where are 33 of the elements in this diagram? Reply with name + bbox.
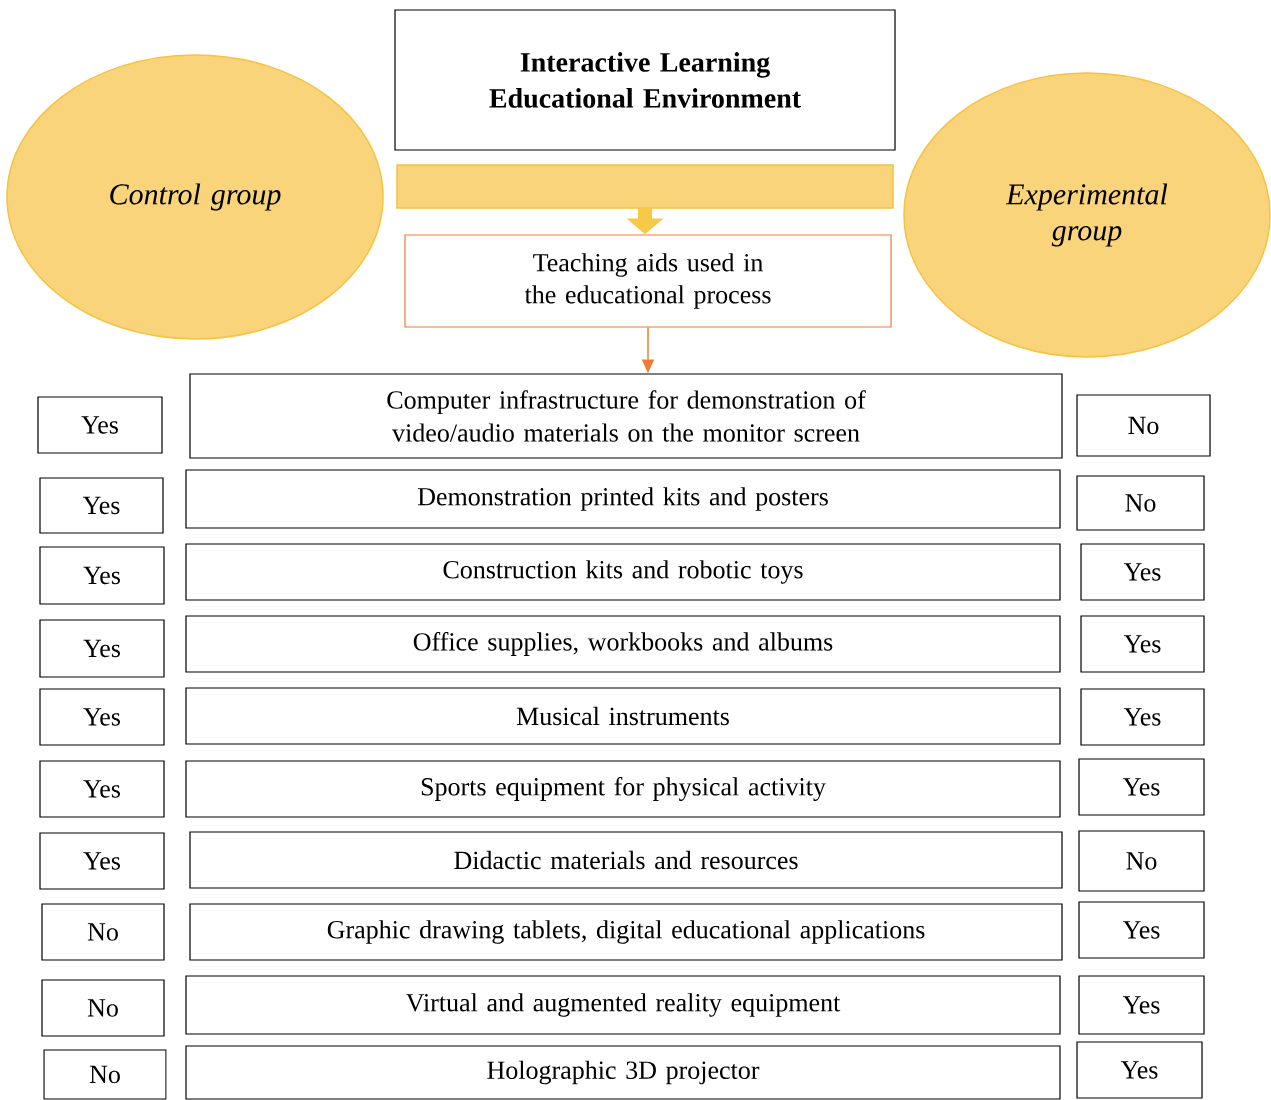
answer-box: No xyxy=(1076,475,1205,531)
answer-box: Yes xyxy=(1080,688,1205,746)
answer-box: No xyxy=(43,1049,167,1100)
answer-box: Yes xyxy=(1078,975,1205,1035)
answer-box: No xyxy=(1076,394,1211,457)
teaching-aid-box: Didactic materials and resources xyxy=(189,831,1063,889)
teaching-aid-box: Musical instruments xyxy=(185,687,1061,745)
banner-bar xyxy=(396,164,894,209)
teaching-aid-box: Construction kits and robotic toys xyxy=(185,543,1061,601)
teaching-aid-box: Sports equipment for physical activity xyxy=(185,760,1061,818)
answer-box: Yes xyxy=(39,832,165,890)
category-box: Teaching aids used in the educational process xyxy=(404,234,892,328)
answer-box: Yes xyxy=(39,477,164,534)
answer-box: Yes xyxy=(1080,615,1205,673)
answer-box: Yes xyxy=(39,619,165,678)
answer-box: Yes xyxy=(1078,901,1205,959)
teaching-aid-box: Computer infrastructure for demonstration of video/audio materials on the monitor screen xyxy=(189,373,1063,459)
answer-box: Yes xyxy=(39,546,165,605)
answer-box: No xyxy=(41,903,165,961)
answer-box: Yes xyxy=(1076,1041,1203,1099)
teaching-aid-box: Graphic drawing tablets, digital educational applications xyxy=(189,903,1063,961)
teaching-aid-box: Demonstration printed kits and posters xyxy=(185,469,1061,529)
answer-box: Yes xyxy=(39,760,165,818)
teaching-aid-box: Virtual and augmented reality equipment xyxy=(185,975,1061,1035)
answer-box: Yes xyxy=(1078,758,1205,816)
title-box: Interactive Learning Educational Environment xyxy=(394,9,896,151)
teaching-aid-box: Holographic 3D projector xyxy=(185,1045,1061,1100)
answer-box: No xyxy=(1078,830,1205,892)
answer-box: Yes xyxy=(1080,543,1205,601)
teaching-aid-box: Office supplies, workbooks and albums xyxy=(185,615,1061,673)
answer-box: Yes xyxy=(39,688,165,746)
answer-box: Yes xyxy=(37,396,163,454)
answer-box: No xyxy=(41,979,165,1037)
